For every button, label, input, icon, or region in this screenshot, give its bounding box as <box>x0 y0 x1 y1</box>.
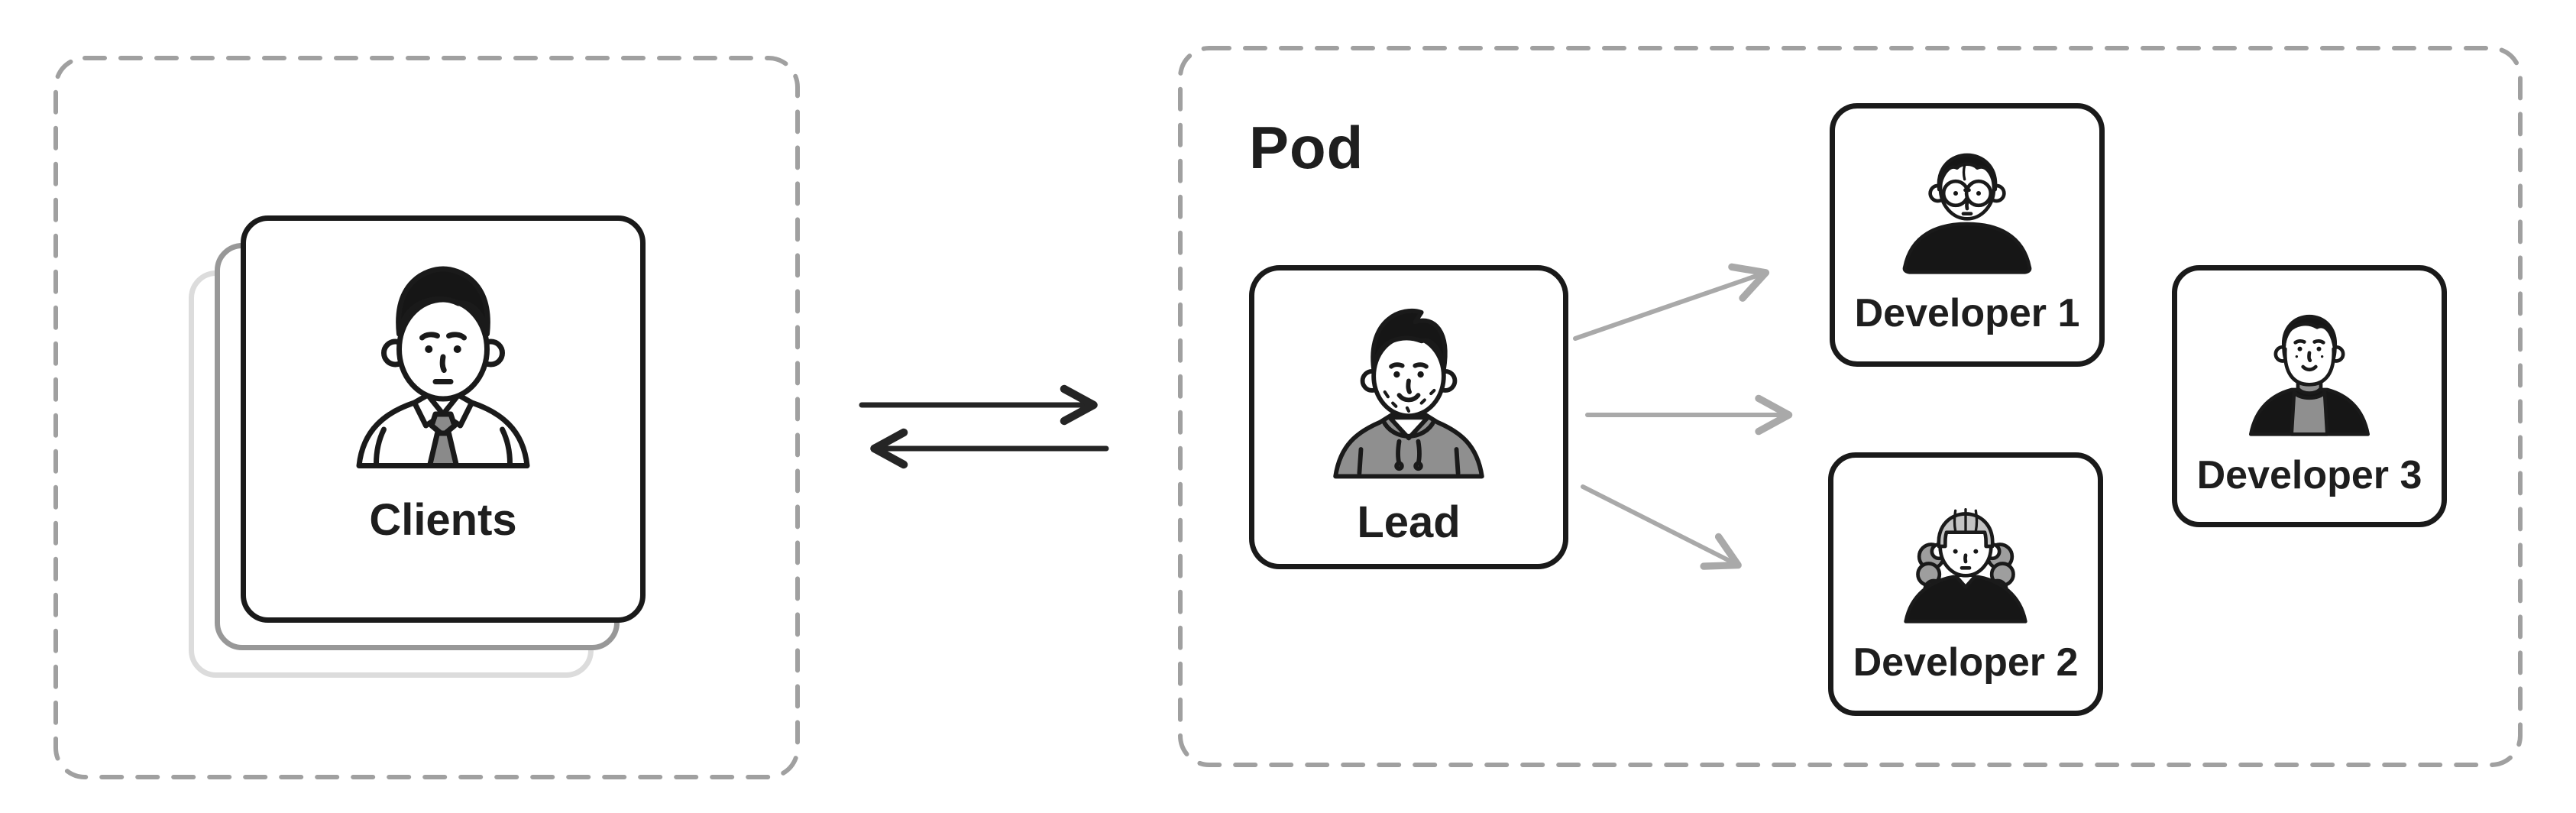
clients-label: Clients <box>369 495 517 545</box>
man-with-hoodie-avatar-icon <box>1333 308 1484 479</box>
man-with-tie-avatar-icon <box>356 266 530 468</box>
developer-2-card: Developer 2 <box>1828 452 2103 716</box>
lead-card: Lead <box>1249 265 1568 569</box>
developer-2-label: Developer 2 <box>1853 640 2079 685</box>
developer-3-card: Developer 3 <box>2172 265 2447 527</box>
clients-card: Clients <box>241 215 646 623</box>
connector-lead-to-dev2 <box>1581 484 1742 570</box>
man-with-beard-jacket-avatar-icon <box>2249 314 2370 436</box>
clients-group-border <box>53 56 800 779</box>
connector-lead-to-dev1 <box>1573 263 1770 341</box>
person-with-glasses-avatar-icon <box>1902 153 2032 274</box>
lead-label: Lead <box>1357 497 1461 547</box>
pod-group-label: Pod <box>1249 114 1364 181</box>
pod-group-border <box>1178 46 2523 767</box>
developer-1-label: Developer 1 <box>1854 291 2080 335</box>
developer-3-label: Developer 3 <box>2196 453 2422 497</box>
developer-1-card: Developer 1 <box>1830 103 2105 367</box>
woman-with-gray-hair-avatar-icon <box>1904 508 2027 624</box>
connector-layer <box>859 263 1793 570</box>
